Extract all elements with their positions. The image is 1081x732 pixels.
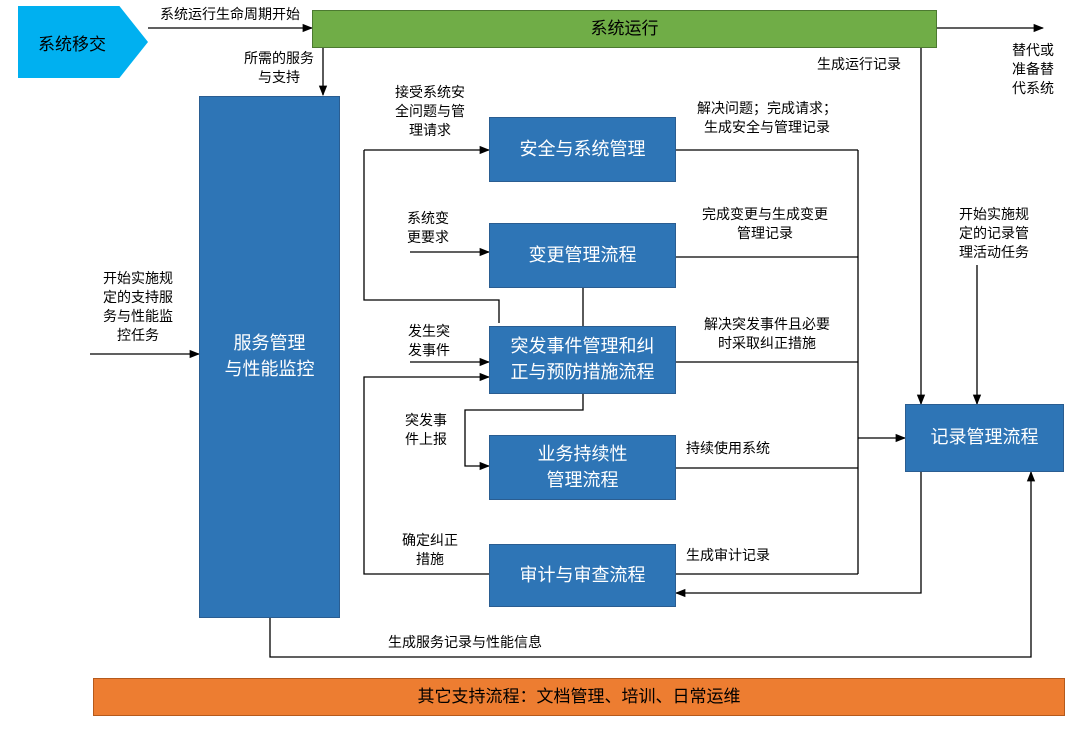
label-start-support: 开始实施规 定的支持服 务与性能监 控任务: [103, 271, 173, 344]
arrow-service-records: [269, 470, 1036, 658]
arrow-incident-report: [464, 394, 584, 471]
records-mgmt-node: 记录管理流程: [905, 404, 1064, 472]
incident-mgmt-node: 突发事件管理和纠 正与预防措施流程: [489, 326, 676, 394]
line-security-loop: [363, 150, 500, 323]
label-resolve-incident: 解决突发事件且必要 时采取纠正措施: [704, 317, 830, 352]
label-audit-records: 生成审计记录: [686, 548, 770, 564]
arrow-records-to-audit: [674, 472, 922, 598]
continuity-mgmt-label: 业务持续性 管理流程: [537, 443, 628, 491]
security-mgmt-label: 安全与系统管理: [519, 138, 646, 160]
continuity-mgmt-node: 业务持续性 管理流程: [489, 435, 676, 500]
audit-label: 审计与审查流程: [519, 564, 646, 586]
system-operation-label: 系统运行: [590, 19, 659, 39]
label-accept-security: 接受系统安 全问题与管 理请求: [395, 85, 465, 139]
service-monitoring-label: 服务管理 与性能监控: [224, 333, 315, 380]
audit-node: 审计与审查流程: [489, 544, 676, 607]
label-corrective-measures: 确定纠正 措施: [402, 533, 458, 568]
security-mgmt-node: 安全与系统管理: [489, 117, 676, 182]
label-incident-report: 突发事 件上报: [405, 413, 447, 448]
incident-mgmt-label: 突发事件管理和纠 正与预防措施流程: [510, 336, 655, 383]
other-support-label: 其它支持流程：文档管理、培训、日常运维: [417, 687, 741, 707]
system-handover-node: 系统移交: [18, 6, 148, 78]
label-start-records: 开始实施规 定的记录管 理活动任务: [959, 207, 1029, 261]
label-run-records: 生成运行记录: [817, 57, 901, 73]
other-support-node: 其它支持流程：文档管理、培训、日常运维: [93, 678, 1065, 716]
system-operation-node: 系统运行: [312, 10, 937, 48]
change-mgmt-label: 变更管理流程: [528, 244, 637, 266]
records-mgmt-label: 记录管理流程: [930, 427, 1039, 448]
label-lifecycle-start: 系统运行生命周期开始: [160, 7, 300, 23]
label-continue-use: 持续使用系统: [686, 441, 770, 457]
line-audit-loop: [363, 372, 491, 575]
system-handover-label: 系统移交: [38, 34, 106, 55]
label-needed-services: 所需的服务 与支持: [244, 51, 314, 86]
change-mgmt-node: 变更管理流程: [489, 223, 676, 288]
label-change-request: 系统变 更要求: [407, 211, 449, 246]
label-replace: 替代或 准备替 代系统: [1012, 43, 1054, 97]
label-complete-change: 完成变更与生成变更 管理记录: [702, 207, 828, 242]
label-resolve-security: 解决问题；完成请求； 生成安全与管理记录: [697, 101, 837, 136]
label-incident-occurs: 发生突 发事件: [408, 324, 450, 359]
service-monitoring-node: 服务管理 与性能监控: [199, 96, 340, 618]
label-service-records: 生成服务记录与性能信息: [388, 635, 542, 651]
